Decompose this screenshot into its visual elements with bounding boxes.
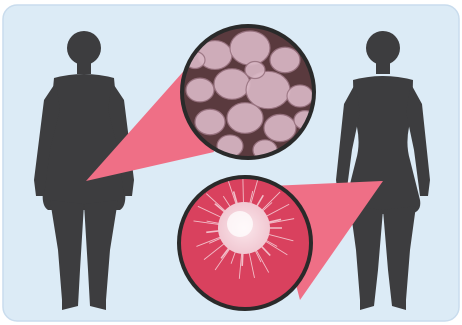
left-neck xyxy=(77,62,91,74)
tissue-nodule xyxy=(186,78,214,102)
tissue-nodule xyxy=(264,114,296,141)
left-head xyxy=(67,31,101,65)
cell-core xyxy=(227,211,253,237)
right-neck xyxy=(376,62,390,74)
tissue-nodule xyxy=(230,31,270,65)
tissue-nodule xyxy=(245,62,265,79)
tissue-nodule xyxy=(214,69,250,100)
tissue-nodule xyxy=(195,109,225,135)
right-head xyxy=(366,31,400,65)
tissue-nodule xyxy=(227,103,263,134)
tissue-nodule xyxy=(270,47,300,73)
tissue-nodule xyxy=(287,85,313,107)
